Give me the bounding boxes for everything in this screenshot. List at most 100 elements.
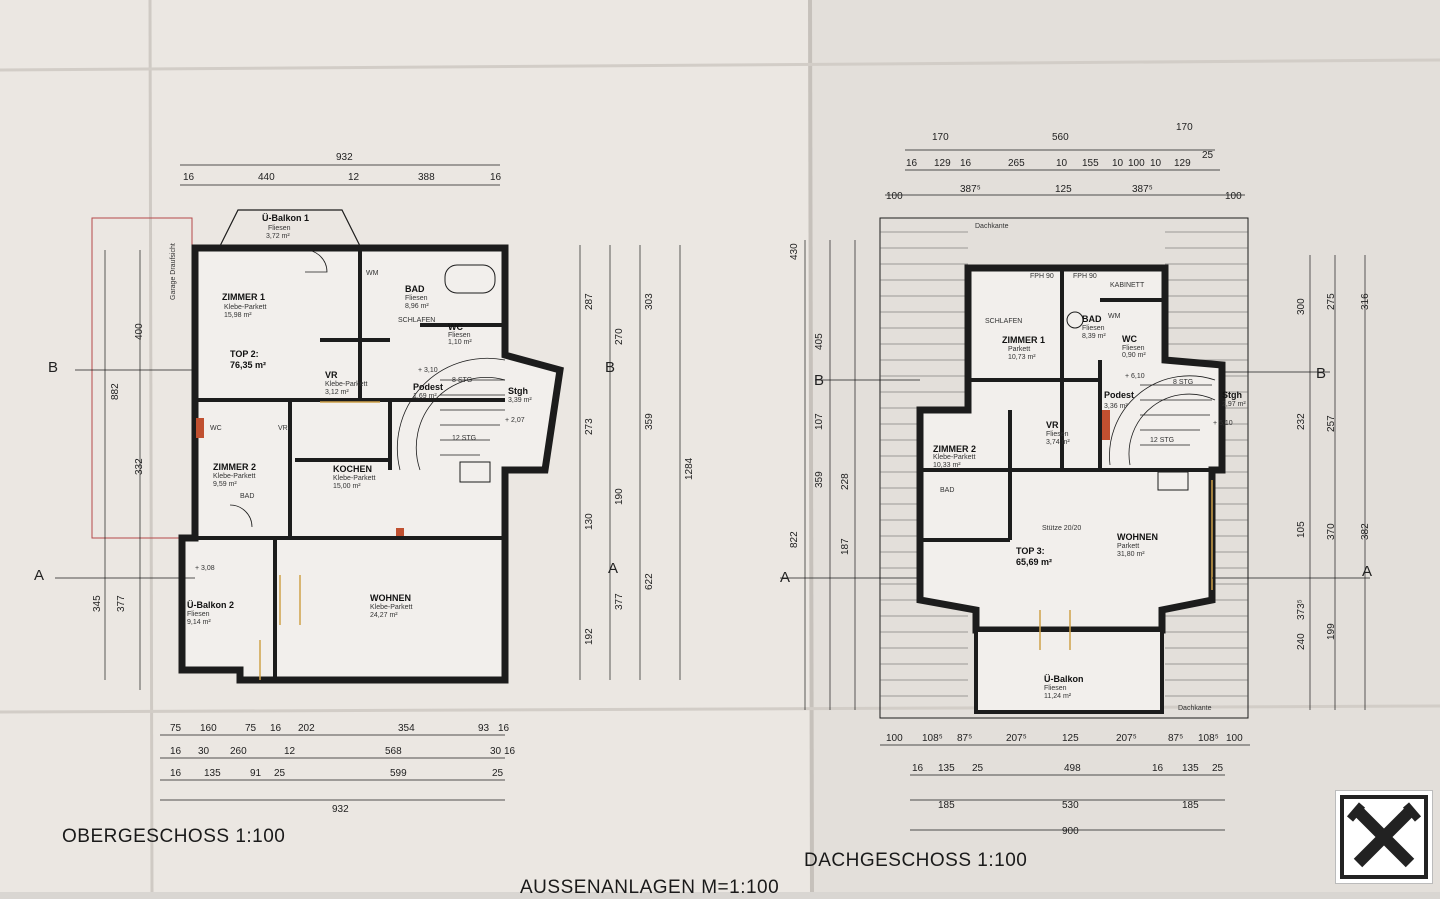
room-area: 2,97 m² bbox=[1222, 401, 1246, 408]
room-floor: Klebe-Parkett bbox=[213, 473, 255, 480]
room-area: 8,39 m² bbox=[1082, 333, 1106, 340]
top-area: 65,69 m² bbox=[1016, 557, 1052, 567]
dimension-value: 25 bbox=[492, 768, 504, 779]
section-mark: A bbox=[780, 569, 790, 586]
wall-mark bbox=[196, 418, 204, 438]
room-area: 3,72 m² bbox=[266, 233, 290, 240]
dimension-value: 387⁵ bbox=[960, 184, 981, 195]
dimension-value: 232 bbox=[1296, 413, 1307, 430]
dimension-value: 12 bbox=[348, 172, 360, 183]
dimension-value: 107 bbox=[814, 413, 825, 430]
room-name: ZIMMER 2 bbox=[213, 462, 256, 472]
room-area: 3,39 m² bbox=[508, 397, 532, 404]
dimension-value: 87⁵ bbox=[957, 733, 972, 744]
dimension-value: 377 bbox=[614, 593, 625, 610]
dimension-value: 16 bbox=[906, 158, 918, 169]
wall-mark bbox=[396, 528, 404, 536]
dimension-value: 16 bbox=[490, 172, 502, 183]
room-name: Podest bbox=[1104, 390, 1134, 400]
top-label: TOP 3: bbox=[1016, 546, 1045, 556]
dachgeschoss-plan bbox=[780, 149, 1370, 831]
section-mark: B bbox=[814, 372, 824, 389]
balcony-door bbox=[1039, 610, 1071, 650]
dimension-value: 882 bbox=[110, 383, 121, 400]
section-mark: B bbox=[48, 359, 58, 376]
dimension-value: 273 bbox=[584, 418, 595, 435]
plan-label: Garage Draufsicht bbox=[170, 243, 177, 300]
dimension-value: 387⁵ bbox=[1132, 184, 1153, 195]
dimension-value: 622 bbox=[644, 573, 655, 590]
dimension-value: 12 bbox=[284, 746, 296, 757]
dimension-value: 185 bbox=[938, 800, 955, 811]
dimension-value: 260 bbox=[230, 746, 247, 757]
room-floor: Fliesen bbox=[405, 295, 428, 302]
dimension-value: 187 bbox=[840, 538, 851, 555]
plan-label: + 2,07 bbox=[505, 417, 525, 424]
dimension-value: 199 bbox=[1326, 623, 1337, 640]
dimension-value: 91 bbox=[250, 768, 262, 779]
room-area: 3,12 m² bbox=[325, 389, 349, 396]
dachgeschoss-interior-walls bbox=[920, 268, 1212, 542]
wall-mark bbox=[1102, 410, 1110, 440]
dimension-value: 10 bbox=[1056, 158, 1068, 169]
room-name: WC bbox=[448, 322, 463, 332]
room-floor: Fliesen bbox=[268, 225, 291, 232]
dimension-value: 25 bbox=[1202, 150, 1214, 161]
dimension-value: 129 bbox=[1174, 158, 1191, 169]
dimension-value: 170 bbox=[932, 132, 949, 143]
room-area: 24,27 m² bbox=[370, 612, 398, 619]
dimension-value: 359 bbox=[644, 413, 655, 430]
dimension-value: 30 bbox=[490, 746, 502, 757]
plan-label: + 5,10 bbox=[1213, 420, 1233, 427]
dimension-value: 75 bbox=[170, 723, 182, 734]
room-name: Ü-Balkon 1 bbox=[262, 213, 309, 223]
obergeschoss-dimensions: 932 16 440 12 388 16 75 160 75 16 202 35… bbox=[34, 152, 695, 815]
bathtub-icon bbox=[444, 264, 496, 294]
dimension-value: 430 bbox=[789, 243, 800, 260]
room-floor: Parkett bbox=[1117, 543, 1139, 550]
room-floor: Fliesen bbox=[1044, 685, 1067, 692]
room-area: 1,69 m² bbox=[413, 393, 437, 400]
dimension-value: 185 bbox=[1182, 800, 1199, 811]
dimension-value: 202 bbox=[298, 723, 315, 734]
room-name: KOCHEN bbox=[333, 464, 372, 474]
paper-fold bbox=[808, 0, 814, 892]
room-floor: Parkett bbox=[1008, 346, 1030, 353]
dimension-value: 93 bbox=[478, 723, 490, 734]
room-name: Stgh bbox=[508, 386, 528, 396]
dimension-value: 240 bbox=[1296, 633, 1307, 650]
dimension-value: 16 bbox=[912, 763, 924, 774]
room-area: 1,10 m² bbox=[448, 339, 472, 346]
plan-label: 12 STG bbox=[1150, 437, 1174, 444]
dimension-value: 207⁵ bbox=[1116, 733, 1137, 744]
dimension-value: 25 bbox=[1212, 763, 1224, 774]
obergeschoss-room-labels: Ü-Balkon 1 Fliesen 3,72 m² ZIMMER 1 Kleb… bbox=[170, 213, 532, 626]
dimension-value: 190 bbox=[614, 488, 625, 505]
washbasin-icon bbox=[1066, 311, 1084, 329]
obergeschoss-dimension-lines bbox=[55, 164, 681, 801]
dimension-value: 345 bbox=[92, 595, 103, 612]
dimension-value: 135 bbox=[204, 768, 221, 779]
room-area: 10,73 m² bbox=[1008, 354, 1036, 361]
room-floor: Fliesen bbox=[1122, 345, 1145, 352]
dimension-value: 100 bbox=[886, 191, 903, 202]
stove-icon bbox=[459, 461, 491, 483]
dimension-value: 100 bbox=[1226, 733, 1243, 744]
dimension-value: 207⁵ bbox=[1006, 733, 1027, 744]
dimension-value: 25 bbox=[274, 768, 286, 779]
plan-label: FPH 90 bbox=[1030, 273, 1054, 280]
dimension-value: 373⁵ bbox=[1296, 599, 1307, 620]
dimension-value: 16 bbox=[170, 746, 182, 757]
top-label: TOP 2: bbox=[230, 349, 259, 359]
room-name: WC bbox=[1122, 334, 1137, 344]
dimension-value: 275 bbox=[1326, 293, 1337, 310]
room-name: WOHNEN bbox=[1117, 532, 1158, 542]
dachgeschoss-stairs bbox=[1109, 375, 1216, 466]
room-area: 10,33 m² bbox=[933, 462, 961, 469]
room-area: 3,36 m² bbox=[1104, 403, 1128, 410]
dimension-value: 25 bbox=[972, 763, 984, 774]
dimension-total: 932 bbox=[336, 152, 353, 163]
dimension-value: 108⁵ bbox=[1198, 733, 1219, 744]
dimension-value: 382 bbox=[1360, 523, 1371, 540]
paper-fold bbox=[148, 0, 154, 892]
